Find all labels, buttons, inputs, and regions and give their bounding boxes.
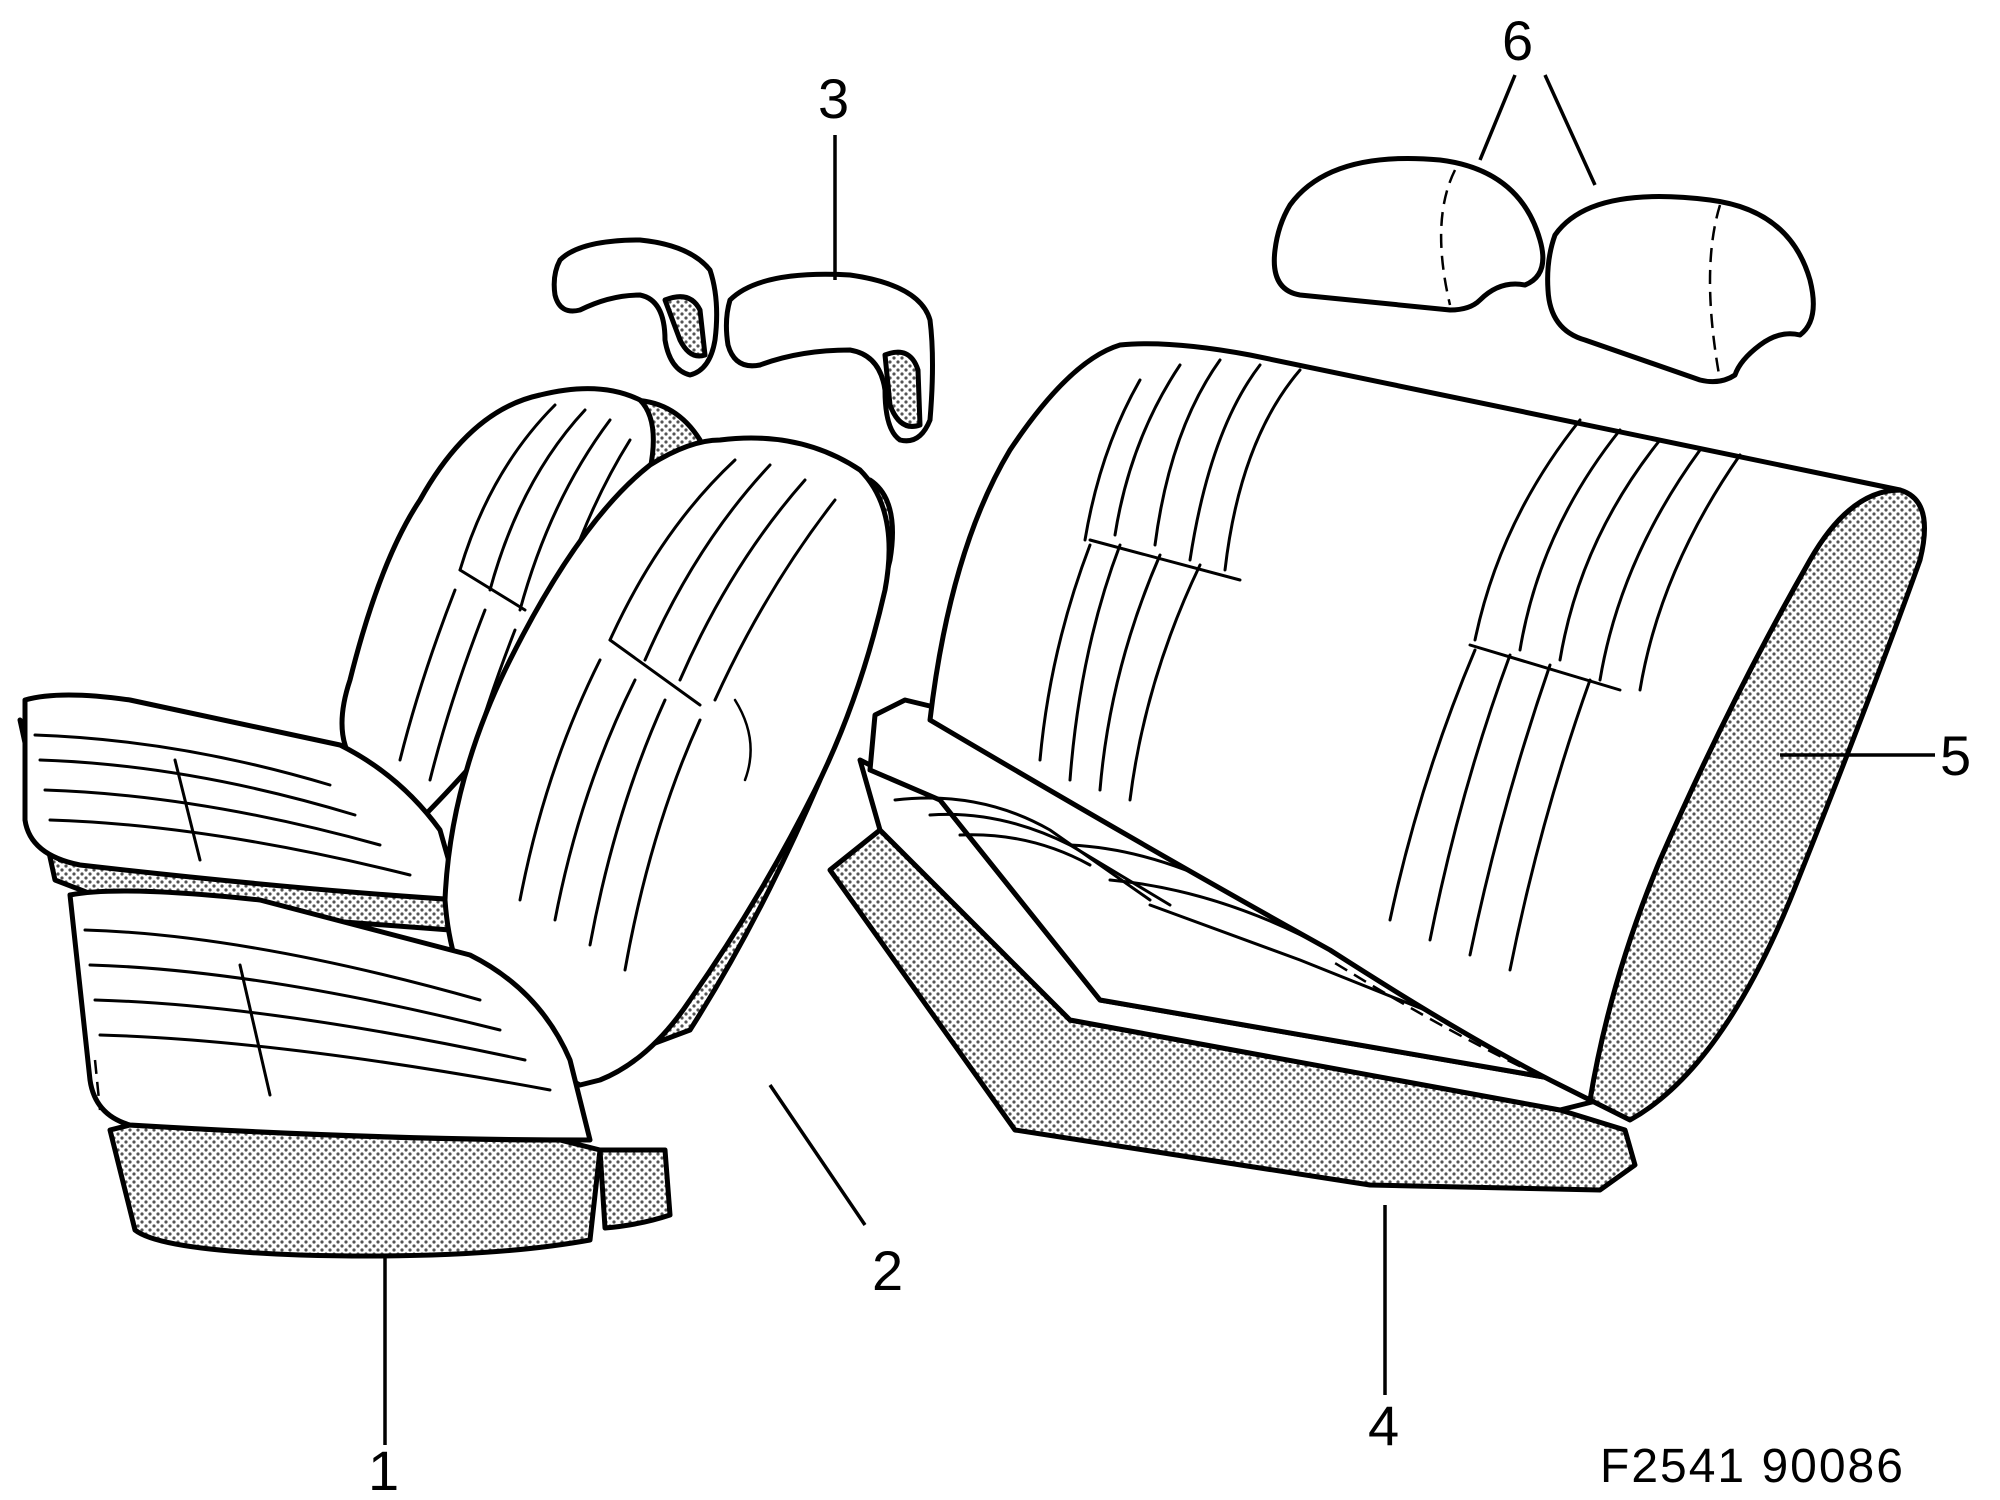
callout-6: 6 bbox=[1502, 9, 1533, 72]
callout-1: 1 bbox=[368, 1439, 399, 1500]
callout-5: 5 bbox=[1940, 724, 1971, 787]
front-seat-cushion-far bbox=[17, 692, 463, 933]
callout-3: 3 bbox=[818, 67, 849, 130]
figure-code: F2541 90086 bbox=[1600, 1440, 1905, 1493]
front-headrest-right bbox=[723, 271, 935, 444]
callout-2: 2 bbox=[872, 1239, 903, 1302]
callout-labels: 1 2 3 4 5 6 F2541 90086 bbox=[368, 9, 1971, 1500]
rear-headrests bbox=[1271, 155, 1816, 385]
front-seat-cushion-near bbox=[67, 888, 673, 1259]
front-seat-backrest-near bbox=[442, 435, 895, 1088]
front-headrest-left bbox=[551, 237, 720, 378]
leader-lines bbox=[383, 74, 1935, 1445]
callout-4: 4 bbox=[1368, 1394, 1399, 1457]
rear-seat-backrest bbox=[927, 341, 1927, 1123]
